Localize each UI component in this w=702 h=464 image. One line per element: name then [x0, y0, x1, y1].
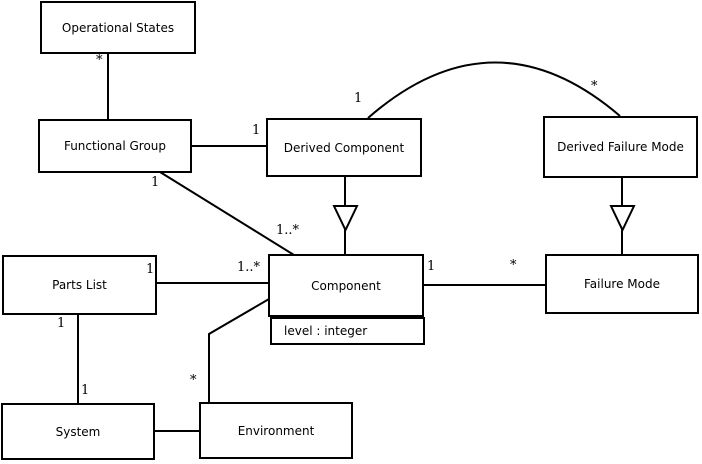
attribute-label: level : integer [284, 324, 368, 338]
class-name: Failure Mode [584, 277, 660, 291]
class-parts-list[interactable]: Parts List [2, 255, 157, 315]
hollow-triangle-icon [609, 205, 636, 233]
multiplicity-derived-component-left-end: 1 [252, 123, 261, 138]
multiplicity-fg-end: 1 [151, 175, 160, 190]
multiplicity-os-end: * [96, 53, 103, 68]
class-name: Component [311, 278, 381, 293]
class-environment[interactable]: Environment [199, 402, 353, 459]
multiplicity-curve-derived-component-end: 1 [354, 91, 363, 106]
class-component[interactable]: Component [268, 254, 424, 317]
class-name: Parts List [52, 278, 107, 292]
edge-functional-group-component [159, 171, 295, 256]
class-functional-group[interactable]: Functional Group [38, 119, 192, 173]
multiplicity-component-right-end: 1 [427, 259, 436, 274]
generalization-derived-component-component [332, 176, 359, 255]
class-derived-component[interactable]: Derived Component [266, 118, 422, 177]
hollow-triangle-icon [332, 205, 359, 233]
class-system[interactable]: System [1, 403, 155, 460]
multiplicity-parts-list-bottom-end: 1 [57, 316, 66, 331]
multiplicity-component-top-end: 1..* [276, 223, 300, 238]
class-name: System [55, 424, 101, 439]
edge-derived-component-derived-failure-mode-curve [367, 61, 621, 119]
multiplicity-environment-top-end: * [190, 373, 197, 388]
class-name: Derived Failure Mode [557, 140, 684, 154]
class-component-attributes[interactable]: level : integer [270, 317, 425, 345]
multiplicity-system-top-end: 1 [81, 383, 90, 398]
multiplicity-failure-mode-end: * [510, 258, 517, 273]
multiplicity-curve-derived-failure-mode-end: * [591, 79, 598, 94]
class-name: Derived Component [283, 140, 405, 155]
multiplicity-parts-list-right-end: 1 [146, 262, 155, 277]
edge-environment-component [208, 298, 270, 403]
class-derived-failure-mode[interactable]: Derived Failure Mode [543, 116, 698, 178]
class-failure-mode[interactable]: Failure Mode [545, 254, 699, 314]
class-name: Functional Group [63, 139, 167, 153]
multiplicity-component-left-end: 1..* [237, 260, 261, 275]
class-operational-states[interactable]: Operational States [40, 1, 196, 54]
generalization-derived-failure-mode-failure-mode [609, 177, 636, 255]
class-name: Environment [237, 423, 315, 438]
class-name: Operational States [61, 20, 175, 35]
